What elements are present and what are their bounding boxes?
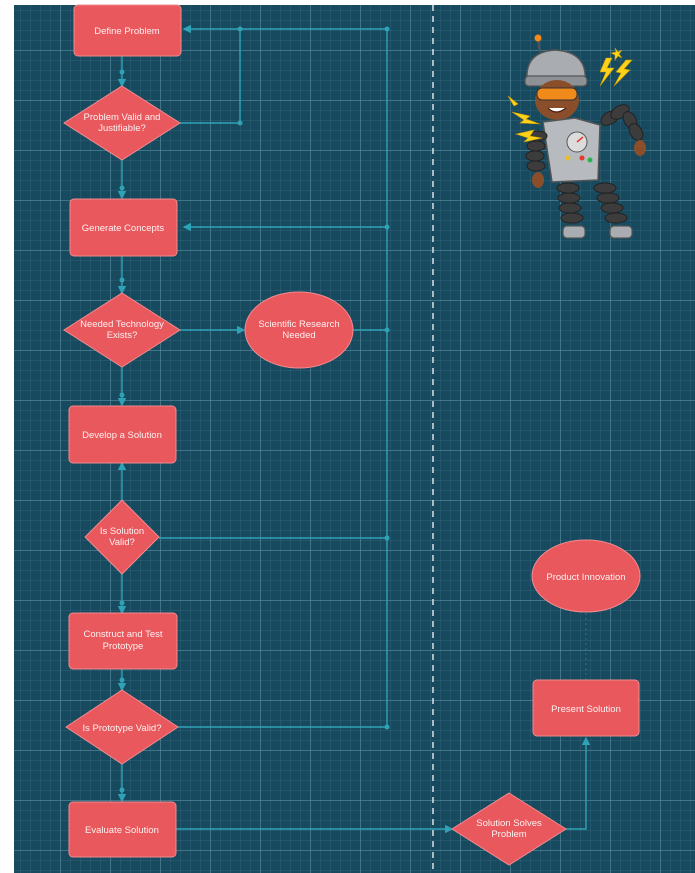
node-problem-valid-label-line2: Justifiable? [98,123,146,134]
node-develop-solution-label: Develop a Solution [82,430,162,441]
node-scientific-research-label-line1: Scientific Research [258,319,339,330]
node-present-solution[interactable]: Present Solution [532,679,640,737]
node-prototype-valid-label: Is Prototype Valid? [82,723,161,734]
node-construct-test-label-line2: Prototype [103,641,144,652]
node-define-problem[interactable]: Define Problem [73,4,182,57]
node-construct-test-label-line1: Construct and Test [83,629,162,640]
node-present-solution-label: Present Solution [551,704,621,715]
node-develop-solution[interactable]: Develop a Solution [68,405,177,464]
node-problem-valid-label-line1: Problem Valid and [84,112,161,123]
node-solution-solves[interactable]: Solution Solves Problem [451,792,567,866]
connector-valid-no-loop [180,24,241,124]
node-product-innovation-label: Product Innovation [546,572,625,583]
node-scientific-research-label-line2: Needed [282,330,315,341]
node-solution-solves-label-line1: Solution Solves [476,818,542,829]
node-solution-valid-label-line2: Valid? [109,537,135,548]
node-solution-valid[interactable]: Is Solution Valid? [84,499,160,575]
node-needed-technology-label-line1: Needed Technology [80,319,164,330]
node-scientific-research[interactable]: Scientific Research Needed [244,291,354,369]
connectors [117,24,591,834]
connector-solves-to-present [566,736,591,830]
node-evaluate-solution-label: Evaluate Solution [85,825,159,836]
node-solution-valid-label-line1: Is Solution [100,526,144,537]
node-product-innovation[interactable]: Product Innovation [531,539,641,613]
node-generate-concepts[interactable]: Generate Concepts [69,198,178,257]
lightning-icon [507,47,633,143]
node-generate-concepts-label: Generate Concepts [82,223,165,234]
node-solution-solves-label-line2: Problem [491,829,526,840]
node-evaluate-solution[interactable]: Evaluate Solution [68,801,177,858]
node-needed-technology-label-line2: Exists? [107,330,138,341]
node-define-problem-label: Define Problem [94,26,160,37]
node-construct-test[interactable]: Construct and Test Prototype [68,612,178,670]
node-needed-technology[interactable]: Needed Technology Exists? [63,292,181,368]
node-problem-valid[interactable]: Problem Valid and Justifiable? [63,85,181,161]
robot-mascot [507,34,646,239]
node-prototype-valid[interactable]: Is Prototype Valid? [65,689,179,765]
